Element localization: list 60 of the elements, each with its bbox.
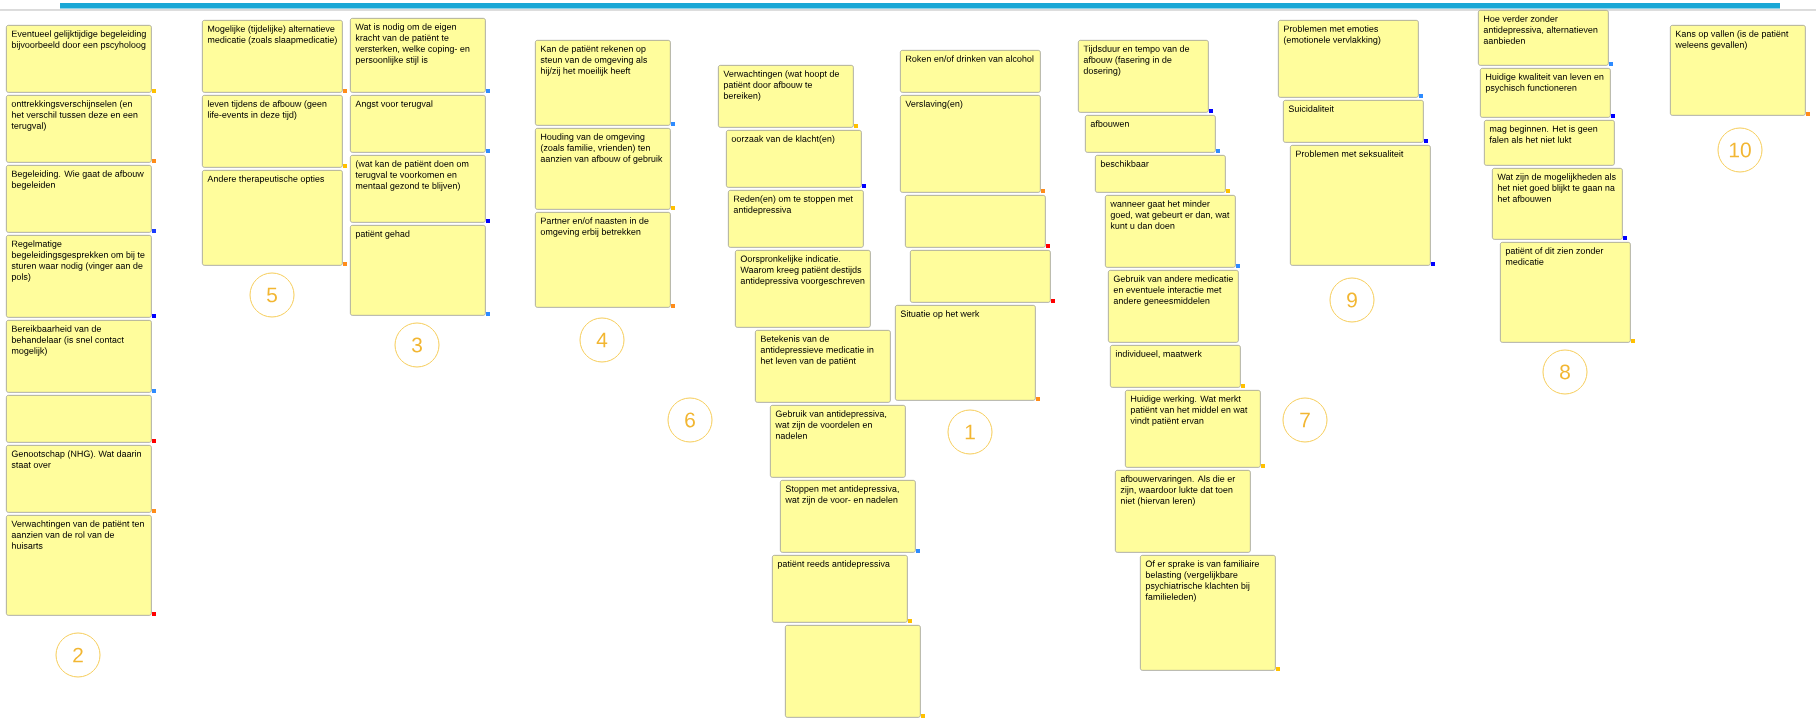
sticky-note: Oorspronkelijke indicatie. Waarom kreeg patiënt destijds antidepressiva voorgeschreven (735, 250, 871, 328)
sticky-note: Huidige werking. Wat merkt patiënt van het middel en wat vindt patiënt ervan (1125, 390, 1261, 468)
number-badge: 3 (394, 322, 440, 368)
sticky-note: Wat is nodig om de eigen kracht van de patiënt te versterken, welke coping- en persoonlijke stijl is (350, 18, 486, 93)
sticky-note: Suicidaliteit (1283, 100, 1424, 143)
sticky-note: Verwachtingen van de patiënt ten aanzien van de rol van de huisarts (6, 515, 152, 616)
sticky-note: patiënt reeds antidepressiva (772, 555, 908, 623)
sticky-note (6, 395, 152, 443)
sticky-note: onttrekkingsverschijnselen (en het verschil tussen deze en een terugval) (6, 95, 152, 163)
sticky-note: (wat kan de patiënt doen om terugval te voorkomen en mentaal gezond te blijven) (350, 155, 486, 223)
sticky-note: patiënt gehad (350, 225, 486, 316)
number-badge: 2 (55, 632, 101, 678)
sticky-note: Huidige kwaliteit van leven en psychisch functioneren (1480, 68, 1611, 118)
sticky-note: Houding van de omgeving (zoals familie, vrienden) ten aanzien van afbouw of gebruik (535, 128, 671, 210)
sticky-note: Eventueel gelijktijdige begeleiding bijvoorbeeld door een pscyholoog (6, 25, 152, 93)
sticky-note: oorzaak van de klacht(en) (726, 130, 862, 188)
sticky-note: Situatie op het werk (895, 305, 1036, 401)
sticky-note: individueel, maatwerk (1110, 345, 1241, 388)
sticky-note: Partner en/of naasten in de omgeving erbij betrekken (535, 212, 671, 308)
sticky-note: Kans op vallen (is de patiënt weleens gevallen) (1670, 25, 1806, 116)
sticky-note: Of er sprake is van familiaire belasting (vergelijkbare psychiatrische klachten bij familieleden) (1140, 555, 1276, 671)
sticky-note: afbouwervaringen. Als die er zijn, waardoor lukte dat toen niet (hiervan leren) (1115, 470, 1251, 553)
sticky-note: beschikbaar (1095, 155, 1226, 193)
sticky-note: Angst voor terugval (350, 95, 486, 153)
sticky-note: Bereikbaarheid van de behandelaar (is snel contact mogelijk) (6, 320, 152, 393)
sticky-note: Problemen met emoties (emotionele vervlakking) (1278, 20, 1419, 98)
sticky-note: patiënt of dit zien zonder medicatie (1500, 242, 1631, 343)
sticky-note: Tijdsduur en tempo van de afbouw (fasering in de dosering) (1078, 40, 1209, 113)
sticky-note: Problemen met seksualiteit (1290, 145, 1431, 266)
sticky-note: Gebruik van andere medicatie en eventuele interactie met andere geneesmiddelen (1108, 270, 1239, 343)
sticky-note: mag beginnen. Het is geen falen als het niet lukt (1484, 120, 1615, 166)
sticky-note: Verwachtingen (wat hoopt de patiënt door afbouw te bereiken) (718, 65, 854, 128)
sticky-note: Reden(en) om te stoppen met antidepressiva (728, 190, 864, 248)
number-badge: 6 (667, 397, 713, 443)
sticky-note: Hoe verder zonder antidepressiva, alternatieven aanbieden (1478, 10, 1609, 66)
sticky-note: Roken en/of drinken van alcohol (900, 50, 1041, 93)
number-badge: 9 (1329, 277, 1375, 323)
sticky-note: Kan de patiënt rekenen op steun van de omgeving als hij/zij het moeilijk heeft (535, 40, 671, 126)
sticky-note: Betekenis van de antidepressieve medicatie in het leven van de patiënt (755, 330, 891, 403)
sticky-note: leven tijdens de afbouw (geen life-events in deze tijd) (202, 95, 343, 168)
sticky-note: Begeleiding. Wie gaat de afbouw begeleiden (6, 165, 152, 233)
sticky-note (910, 250, 1051, 303)
number-badge: 10 (1717, 127, 1763, 173)
sticky-note: Genootschap (NHG). Wat daarin staat over (6, 445, 152, 513)
sticky-note: Gebruik van antidepressiva, wat zijn de voordelen en nadelen (770, 405, 906, 478)
sticky-note: Regelmatige begeleidingsgesprekken om bij te sturen waar nodig (vinger aan de pols) (6, 235, 152, 318)
number-badge: 7 (1282, 397, 1328, 443)
sticky-note: Stoppen met antidepressiva, wat zijn de voor- en nadelen (780, 480, 916, 553)
sticky-note: Verslaving(en) (900, 95, 1041, 193)
sticky-note: Wat zijn de mogelijkheden als het niet goed blijkt te gaan na het afbouwen (1492, 168, 1623, 240)
number-badge: 4 (579, 317, 625, 363)
sticky-note (785, 625, 921, 718)
sticky-note: Andere therapeutische opties (202, 170, 343, 266)
sticky-note: afbouwen (1085, 115, 1216, 153)
number-badge: 1 (947, 409, 993, 455)
sticky-note (905, 195, 1046, 248)
number-badge: 8 (1542, 349, 1588, 395)
sticky-note: Mogelijke (tijdelijke) alternatieve medicatie (zoals slaapmedicatie) (202, 20, 343, 93)
number-badge: 5 (249, 272, 295, 318)
sticky-note: wanneer gaat het minder goed, wat gebeurt er dan, wat kunt u dan doen (1105, 195, 1236, 268)
